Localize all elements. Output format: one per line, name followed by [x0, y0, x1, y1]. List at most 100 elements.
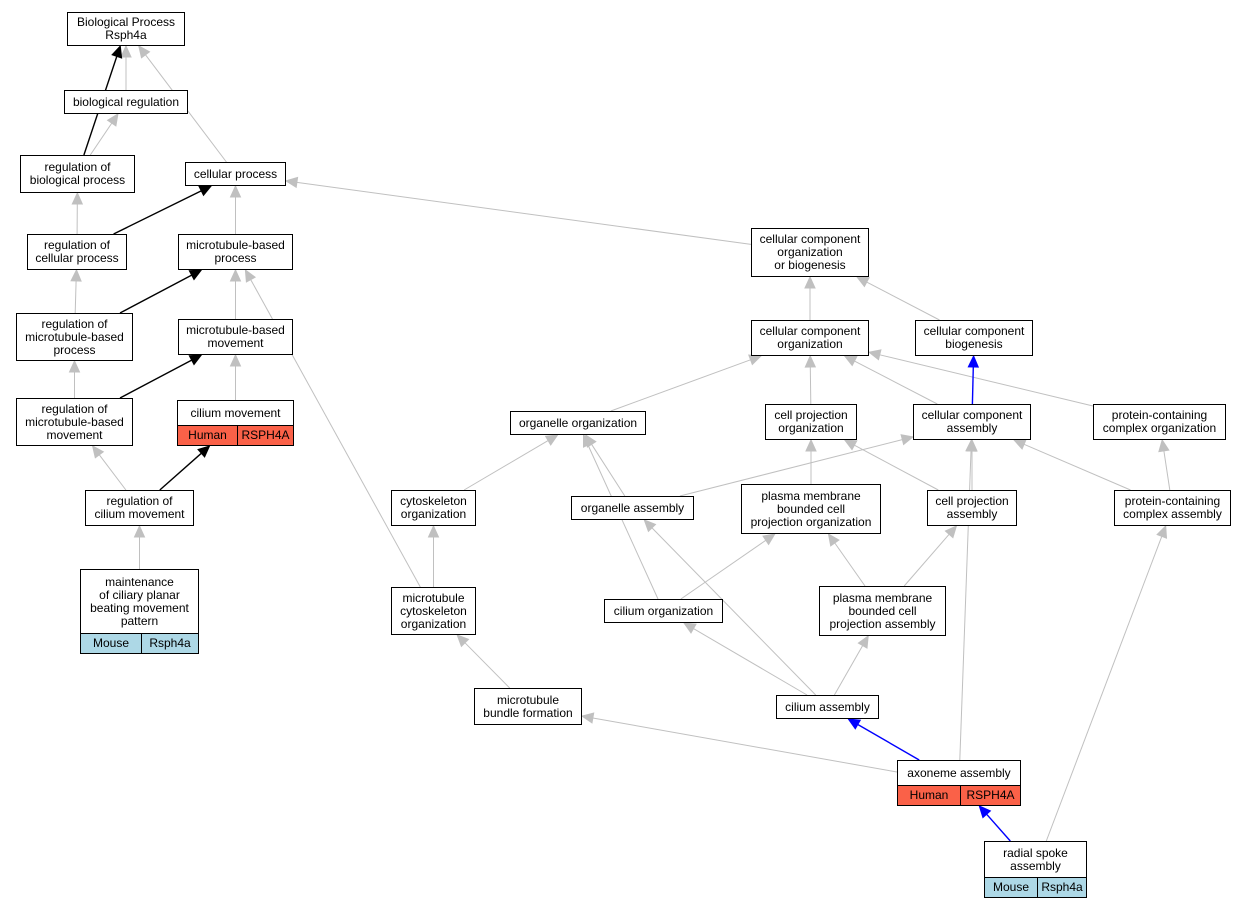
edge-pmbcpa-to-cpa — [903, 533, 950, 587]
arrowhead-icon — [847, 718, 862, 730]
gene-cell: Rsph4a — [1037, 878, 1086, 897]
go-term-cca: cellular component assembly — [913, 404, 1031, 440]
go-term-cellproc: cellular process — [185, 162, 286, 186]
go-term-cyto: cytoskeleton organization — [391, 490, 476, 526]
edge-ccob-to-cellproc — [296, 181, 752, 245]
arrowhead-icon — [804, 275, 816, 289]
arrowhead-icon — [1012, 439, 1027, 450]
edge-mtbf-to-mtco — [464, 642, 511, 689]
go-term-mtbp: microtubule-based process — [178, 234, 293, 270]
arrowhead-icon — [229, 268, 242, 282]
arrowhead-icon — [1156, 524, 1168, 539]
go-term-label: regulation of cilium movement — [94, 494, 185, 521]
go-term-orga: organelle assembly — [571, 496, 694, 520]
edge-orgorg-to-cco — [610, 359, 751, 412]
species-cell: Mouse — [81, 634, 141, 653]
go-term-label: cytoskeleton organization — [400, 494, 467, 521]
go-term-breg: biological regulation — [64, 90, 188, 114]
species-cell: Human — [178, 426, 237, 445]
arrowhead-icon — [456, 634, 470, 648]
go-term-pmbcpa: plasma membrane bounded cell projection … — [819, 586, 946, 636]
gene-cell: RSPH4A — [237, 426, 293, 445]
go-term-label: cell projection organization — [774, 408, 848, 435]
go-term-label: plasma membrane bounded cell projection … — [750, 488, 872, 529]
edge-rsa-to-pcca — [1045, 536, 1163, 842]
arrowhead-icon — [867, 349, 882, 361]
gene-cell: RSPH4A — [960, 786, 1020, 805]
edge-regbp-to-breg — [89, 122, 113, 156]
arrowhead-icon — [229, 353, 242, 367]
go-term-cilasm: cilium assembly — [776, 695, 879, 719]
edge-axo-to-cilasm — [857, 723, 920, 761]
edge-pcco-to-cco — [879, 354, 1094, 407]
arrowhead-icon — [133, 524, 146, 538]
go-term-label: cilium organization — [613, 603, 714, 618]
arrowhead-icon — [944, 525, 958, 539]
arrowhead-icon — [284, 176, 299, 189]
go-term-label: organelle organization — [518, 415, 638, 430]
go-term-regmtbm: regulation of microtubule-based movement — [16, 398, 133, 446]
arrowhead-icon — [71, 191, 84, 205]
arrowhead-icon — [804, 354, 817, 368]
edge-orga-to-cca — [679, 439, 903, 497]
go-term-label: regulation of microtubule-based process — [25, 316, 124, 357]
arrowhead-icon — [827, 533, 840, 547]
arrowhead-icon — [106, 113, 119, 127]
arrowhead-icon — [91, 445, 105, 459]
edge-cpa-to-cpo — [854, 444, 939, 491]
edge-orga-to-orgorg — [591, 444, 626, 497]
edge-cpo-to-cco — [809, 366, 812, 405]
arrowhead-icon — [762, 533, 776, 546]
edge-cilasm-to-orga — [651, 527, 817, 696]
go-term-ccob: cellular component organization or bioge… — [751, 228, 869, 277]
arrowhead-icon — [580, 712, 595, 724]
go-term-label: cellular process — [193, 166, 278, 181]
edge-cilasm-to-pmbcpa — [833, 645, 864, 696]
go-term-label: cellular component assembly — [921, 408, 1023, 435]
go-term-label: regulation of cellular process — [35, 238, 119, 265]
go-term-regmtbp: regulation of microtubule-based process — [16, 313, 133, 361]
go-term-mtbm: microtubule-based movement — [178, 319, 293, 355]
arrowhead-icon — [855, 276, 870, 288]
edge-regmtbm-to-mtbm — [119, 359, 193, 399]
arrowhead-icon — [111, 44, 123, 59]
go-term-bp: Biological Process Rsph4a — [67, 12, 185, 46]
go-term-ccb: cellular component biogenesis — [915, 320, 1033, 356]
go-term-mtbf: microtubule bundle formation — [474, 688, 582, 725]
arrowhead-icon — [544, 434, 559, 446]
arrowhead-icon — [120, 44, 132, 58]
go-term-regbp: regulation of biological process — [20, 155, 135, 193]
arrowhead-icon — [68, 359, 81, 373]
go-term-label: radial spoke assembly — [1003, 845, 1068, 873]
edge-cilorg-to-orgorg — [587, 444, 659, 600]
arrowhead-icon — [748, 354, 763, 366]
arrowhead-icon — [229, 184, 242, 198]
go-term-label: microtubule-based movement — [186, 323, 285, 350]
go-term-label: microtubule bundle formation — [483, 692, 573, 720]
go-term-pmbcpo: plasma membrane bounded cell projection … — [741, 484, 881, 534]
arrowhead-icon — [70, 268, 82, 282]
arrowhead-icon — [138, 45, 151, 59]
go-term-label: cilium movement — [190, 405, 281, 420]
go-term-cco: cellular component organization — [751, 320, 869, 356]
arrowhead-icon — [188, 354, 203, 366]
edge-regcil-to-regmtbm — [98, 454, 127, 491]
go-term-orgorg: organelle organization — [510, 411, 646, 435]
go-term-label: plasma membrane bounded cell projection … — [829, 590, 936, 631]
edge-pcca-to-cca — [1023, 443, 1131, 491]
arrowhead-icon — [900, 434, 915, 446]
arrowhead-icon — [197, 445, 211, 458]
go-term-label: cell projection assembly — [935, 494, 1009, 521]
edge-rsa-to-axo — [986, 813, 1011, 842]
go-term-label: protein-containing complex assembly — [1123, 494, 1222, 521]
go-term-mtco: microtubule cytoskeleton organization — [391, 587, 476, 635]
go-term-label: microtubule cytoskeleton organization — [400, 590, 467, 631]
arrowhead-icon — [1158, 438, 1170, 453]
arrowhead-icon — [965, 438, 977, 452]
